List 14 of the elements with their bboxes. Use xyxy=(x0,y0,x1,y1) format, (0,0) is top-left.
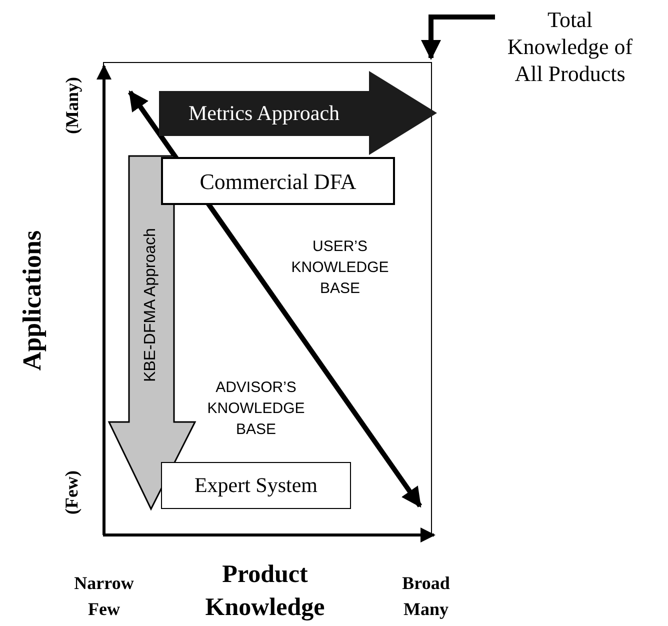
axis-end-label: (Many) xyxy=(60,76,83,134)
region-label: USER’S KNOWLEDGE BASE xyxy=(290,237,390,299)
axis-end-label: Narrow Few xyxy=(73,572,135,621)
axis-title: Applications xyxy=(16,230,48,370)
label-box: Commercial DFA xyxy=(161,157,395,205)
arrow-label: Metrics Approach xyxy=(188,100,340,127)
label-box: Expert System xyxy=(161,462,351,509)
annotation-text: Total Knowledge of All Products xyxy=(495,6,645,87)
leader-arrow xyxy=(421,14,495,60)
axis-title: Product Knowledge xyxy=(204,560,326,623)
axis-end-label: Broad Many xyxy=(401,572,451,621)
region-label: ADVISOR’S KNOWLEDGE BASE xyxy=(206,378,306,440)
arrow-label: KBE-DFMA Approach xyxy=(141,228,160,382)
axis-end-label: (Few) xyxy=(60,470,82,514)
